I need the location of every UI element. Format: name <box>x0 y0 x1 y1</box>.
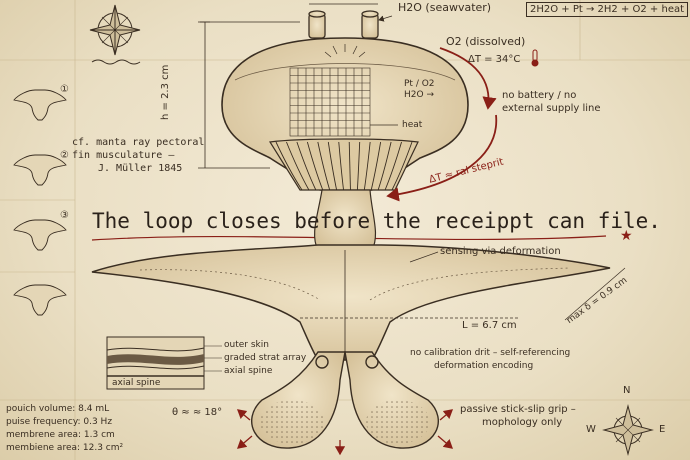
headline-star-icon: ★ <box>620 228 633 244</box>
label-no-battery-1: no battery / no <box>502 90 577 101</box>
compass-rose-top-icon <box>89 4 141 56</box>
grip-motion-arrows <box>237 409 453 456</box>
label-pt-o2: Pt / O2 <box>404 79 435 89</box>
pouch-rim <box>234 63 456 81</box>
step-number-2: ② <box>60 150 69 161</box>
label-cf-3: J. Müller 1845 <box>98 163 183 174</box>
step-number-1: ① <box>60 84 69 95</box>
label-o2: O2 (dissolved) <box>446 35 526 48</box>
label-graded-strat: graded strat array <box>224 353 307 363</box>
collar-flute <box>348 141 351 191</box>
label-passive-1: passive stick-slip grip – <box>460 404 576 415</box>
label-no-battery-2: external supply line <box>502 103 601 114</box>
label-no-calibration-2: deformation encoding <box>434 361 534 371</box>
label-delta-t: ΔT = 34°C <box>468 54 521 65</box>
h2o-arrow <box>378 15 393 22</box>
heat-sparkle-icon <box>324 44 366 58</box>
oxygen-flow-arrow <box>439 47 497 110</box>
left-grip-pad <box>260 400 324 444</box>
mini-sketch-2 <box>13 154 67 186</box>
collar-flute <box>377 141 392 191</box>
compass-label-n: N <box>623 385 631 396</box>
collar-flute <box>391 141 413 191</box>
label-theta: θ ≈ ≈ 18° <box>172 407 223 418</box>
height-dimension <box>198 21 300 169</box>
spec-line-4: membiene area: 12.3 cm² <box>6 443 124 453</box>
collar-flute <box>317 141 331 191</box>
steprit-arrow <box>386 114 498 202</box>
label-outer-skin: outer skin <box>224 340 269 350</box>
label-cf-2: fin musculature – <box>72 150 175 161</box>
inlet-pipes <box>308 10 379 39</box>
collar-flute <box>327 141 338 191</box>
mini-sketch-4 <box>13 284 67 316</box>
collar-flute <box>356 141 361 191</box>
spec-line-1: pouich volume: 8.4 mL <box>6 404 110 414</box>
left-joint-ring <box>315 355 329 369</box>
label-cf-1: cf. manta ray pectoral <box>72 137 205 148</box>
mini-sketch-3 <box>13 219 67 251</box>
label-no-calibration-1: no calibration drit – self-referencing <box>410 348 571 358</box>
label-sensing: sensing via deformation <box>440 246 561 257</box>
collar-flute <box>384 141 402 191</box>
compass-label-e: E <box>659 424 666 435</box>
collar-flute <box>370 141 382 191</box>
collar-flute <box>306 141 324 191</box>
step-number-3: ③ <box>60 210 69 221</box>
wave-squiggle <box>91 59 141 65</box>
compass-rose-bottom-icon <box>602 404 654 456</box>
compass-label-w: W <box>586 424 596 435</box>
label-equation: 2H2O + Pt → 2H2 + O2 + heat <box>526 2 689 17</box>
collar-flute <box>286 141 310 191</box>
label-h2o-arrow: H2O → <box>404 90 434 100</box>
spec-line-2: puise frequency: 0.3 Hz <box>6 417 113 427</box>
mini-sketch-1 <box>13 89 67 121</box>
mini-sketches <box>13 89 67 316</box>
label-length: L = 6.7 cm <box>462 320 517 331</box>
sensing-leader <box>409 251 439 263</box>
max-delta-dimension <box>564 267 626 321</box>
label-axial-spine-2: axial spine <box>112 378 161 388</box>
label-h2o: H2O (seawvater) <box>398 1 492 14</box>
specs-list: pouich volume: 8.4 mL puise frequency: 0… <box>6 404 156 454</box>
label-passive-2: mophology only <box>482 417 563 428</box>
collar-flute <box>275 141 303 191</box>
spec-line-3: membrene area: 1.3 cm <box>6 430 115 440</box>
body-ridge-left <box>139 269 321 301</box>
right-grip-pad <box>366 400 430 444</box>
pt-mesh-grid <box>289 67 371 137</box>
thermometer-icon <box>531 49 539 67</box>
collar-flute <box>338 141 344 191</box>
collar-flute <box>363 141 371 191</box>
layer-cross-section <box>106 336 222 390</box>
collar-flute <box>296 141 317 191</box>
label-axial-spine-1: axial spine <box>224 366 273 376</box>
label-height: h = 2.3 cm <box>160 64 171 120</box>
label-heat: heat <box>402 120 423 130</box>
right-joint-ring <box>365 355 379 369</box>
headline: The loop closes before the receippt can … <box>92 209 661 233</box>
fluted-collar <box>268 138 419 191</box>
body-ridge-right <box>369 267 571 301</box>
